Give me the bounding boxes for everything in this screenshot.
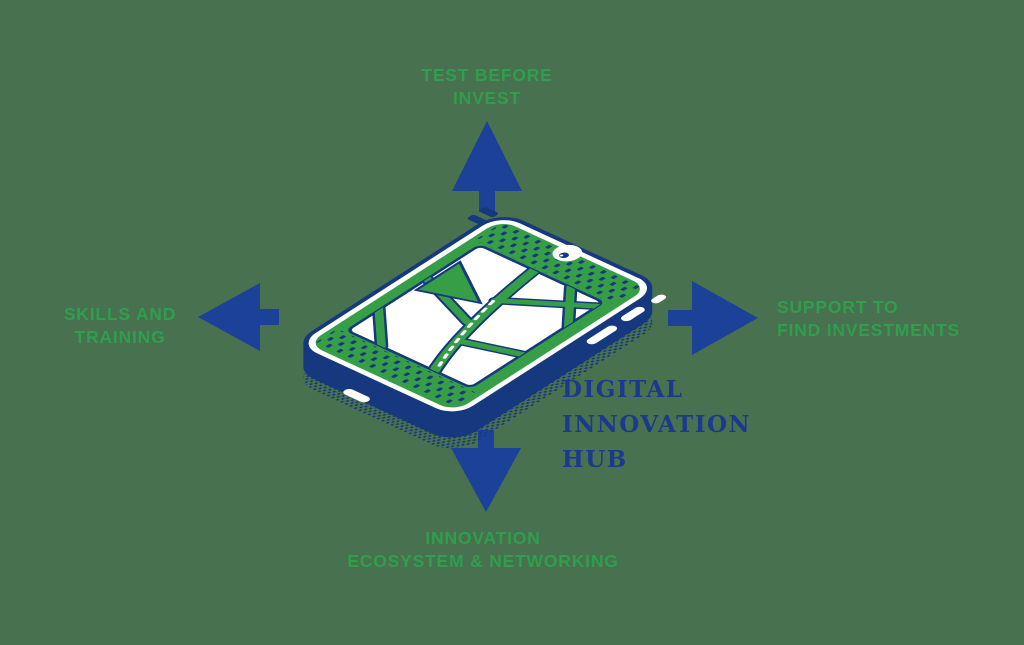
face-dots: [474, 222, 642, 305]
title-line: DIGITAL: [562, 376, 684, 403]
label-support-to-find-investments: SUPPORT TO FIND INVESTMENTS: [777, 296, 1017, 342]
label-line: TEST BEFORE: [421, 65, 553, 85]
digital-innovation-hub-title: DIGITAL INNOVATION HUB: [562, 372, 792, 477]
face-dots: [315, 328, 478, 408]
label-innovation-ecosystem-networking: INNOVATION ECOSYSTEM & NETWORKING: [323, 527, 643, 573]
charging-port-icon: [343, 389, 370, 403]
smartphone-illustration: [303, 207, 667, 449]
arrow-up-icon: [452, 121, 522, 212]
route-dotted-line: [437, 299, 497, 367]
volume-button-icon: [479, 207, 499, 218]
camera-icon: [559, 252, 569, 259]
title-line: INNOVATION: [562, 411, 752, 438]
label-line: TRAINING: [74, 327, 166, 347]
phone-face: [303, 207, 667, 415]
side-button-icon: [651, 294, 667, 304]
label-skills-and-training: SKILLS AND TRAINING: [10, 303, 230, 349]
title-line: HUB: [562, 446, 628, 473]
arrow-right-icon: [668, 281, 758, 355]
label-line: INVEST: [452, 88, 521, 108]
label-test-before-invest: TEST BEFORE INVEST: [337, 64, 637, 110]
map-screen: [348, 245, 604, 387]
arrow-left-icon: [198, 283, 279, 351]
label-line: SUPPORT TO: [777, 297, 899, 317]
label-line: FIND INVESTMENTS: [777, 320, 960, 340]
arrow-down-icon: [451, 430, 521, 512]
side-button-icon: [621, 306, 645, 322]
label-line: ECOSYSTEM & NETWORKING: [347, 551, 619, 571]
map-block: [413, 260, 483, 305]
label-line: INNOVATION: [425, 528, 541, 548]
side-button-icon: [586, 325, 618, 345]
camera-glint: [559, 254, 564, 257]
label-line: SKILLS AND: [63, 304, 177, 324]
